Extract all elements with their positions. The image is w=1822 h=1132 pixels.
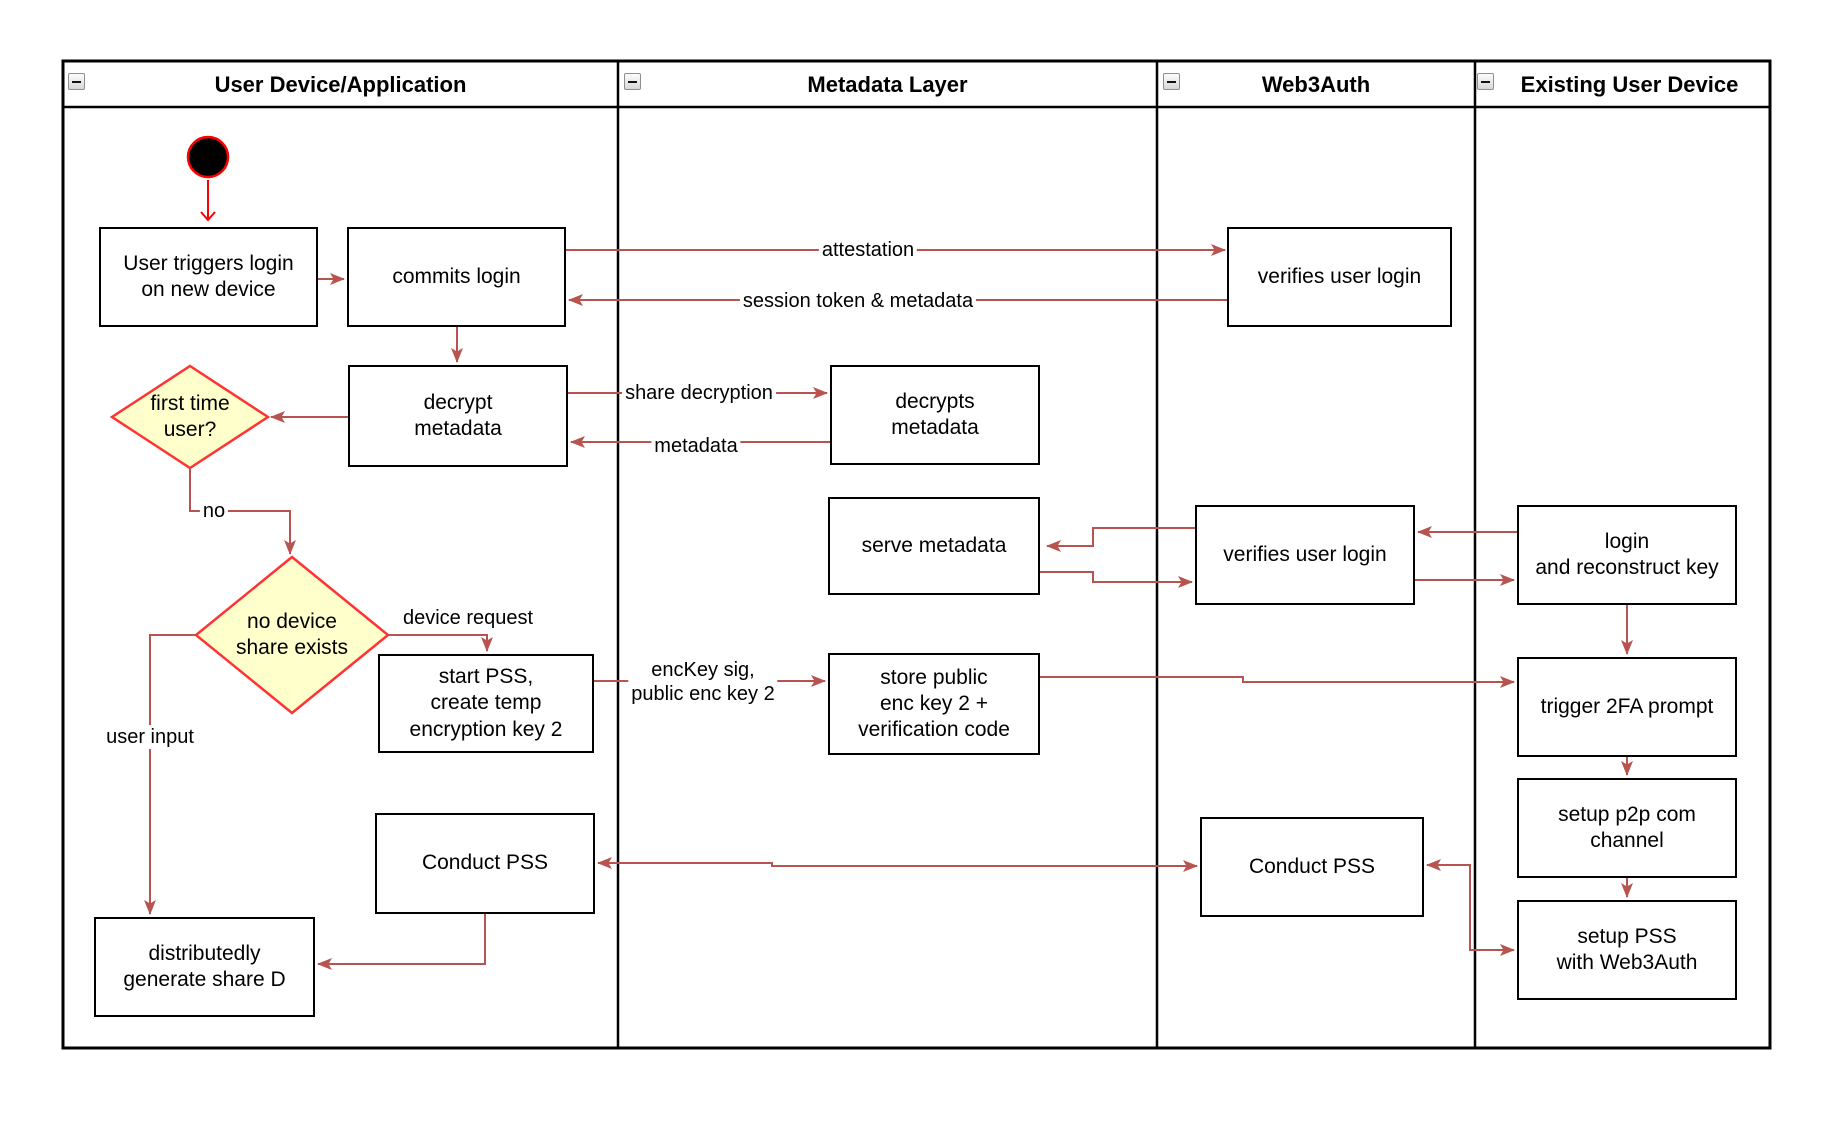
node-distributedly-generate-share[interactable]: distributedly generate share D [94,917,315,1017]
lane-title-user-device: User Device/Application [214,72,467,97]
start-node[interactable] [186,135,230,179]
edge-label-metadata: metadata [651,434,741,458]
node-decrypts-metadata[interactable]: decrypts metadata [830,365,1040,465]
node-verifies-user-login-1[interactable]: verifies user login [1227,227,1452,327]
lane-title-web3auth: Web3Auth [1261,72,1371,97]
minus-glyph [72,80,81,83]
decision-no-device-share[interactable] [194,555,390,715]
node-setup-pss-web3auth[interactable]: setup PSS with Web3Auth [1517,900,1737,1000]
pool-frame [61,59,1772,1050]
collapse-lane-icon[interactable] [624,73,641,90]
edge-setup-pss-conduct-bidirectional [1426,859,1515,956]
node-user-triggers-login[interactable]: User triggers login on new device [99,227,318,327]
edge-label-user-input: user input [103,725,197,749]
edge-verifies2-to-serve [1046,527,1195,552]
node-start-pss[interactable]: start PSS, create temp encryption key 2 [378,654,594,753]
node-trigger-2fa[interactable]: trigger 2FA prompt [1517,657,1737,757]
lane-title-metadata: Metadata Layer [807,72,968,97]
collapse-lane-icon[interactable] [1163,73,1180,90]
edge-label-no: no [199,499,229,523]
minus-glyph [628,80,637,83]
node-conduct-pss-user[interactable]: Conduct PSS [375,813,595,914]
edge-user-input [144,634,196,915]
edge-conduct-to-distributedly [317,914,486,970]
decision-first-time-user[interactable] [109,364,271,470]
edge-device-request [388,634,493,652]
node-verifies-user-login-2[interactable]: verifies user login [1195,505,1415,605]
edge-store-to-2fa [1040,676,1515,688]
node-commits-login[interactable]: commits login [347,227,566,327]
node-conduct-pss-web3auth[interactable]: Conduct PSS [1200,817,1424,917]
edge-label-attestation: attestation [818,238,918,262]
collapse-lane-icon[interactable] [68,73,85,90]
node-setup-p2p-channel[interactable]: setup p2p com channel [1517,778,1737,878]
edge-label-device-request: device request [402,607,534,629]
edge-serve-to-verifies2 [1040,571,1193,588]
edge-label-session-token: session token & metadata [739,289,977,313]
edge-no-path [189,468,296,555]
edge-label-share-decryption: share decryption [622,381,776,405]
collapse-lane-icon[interactable] [1477,73,1494,90]
minus-glyph [1481,80,1490,83]
node-serve-metadata[interactable]: serve metadata [828,497,1040,595]
edge-label-enckey: encKey sig, public enc key 2 [628,658,778,706]
node-decrypt-metadata[interactable]: decrypt metadata [348,365,568,467]
node-login-reconstruct-key[interactable]: login and reconstruct key [1517,505,1737,605]
node-store-public-enc-key[interactable]: store public enc key 2 + verification co… [828,653,1040,755]
lane-title-existing-device: Existing User Device [1520,72,1739,97]
minus-glyph [1167,80,1176,83]
edge-conduct-pss-bidirectional [597,857,1198,872]
